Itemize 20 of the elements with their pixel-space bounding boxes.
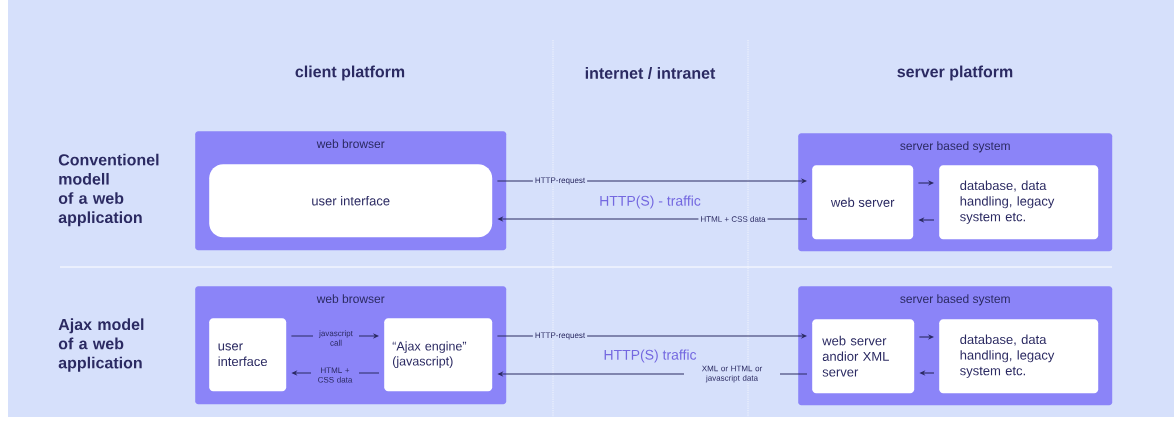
column-heading: internet / intranet [585, 67, 716, 79]
row-heading: Ajax model of a web application [58, 318, 144, 372]
arrow [917, 180, 934, 186]
edge-label: HTML + CSS data [698, 215, 768, 223]
component-box: user interface [209, 318, 287, 392]
edge-label: XML or HTML or javascript data [684, 365, 780, 383]
arrow [918, 334, 934, 340]
edge-label: HTTP-request [532, 176, 588, 186]
column-heading: client platform [295, 65, 405, 81]
traffic-label: HTTP(S) traffic [604, 349, 697, 363]
row-heading: Conventionel modell of a web application [58, 153, 159, 227]
component-box: database, data handling, legacy system etc. [939, 165, 1099, 240]
component-box: database, data handling, legacy system etc. [939, 319, 1099, 394]
component-box: “Ajax engine” (javascript) [384, 318, 493, 392]
component-box: web server [812, 165, 914, 240]
component-box: web server andior XML server [812, 319, 915, 394]
component-box: user interface [209, 164, 493, 238]
edge-label: HTTP-request [532, 331, 588, 341]
traffic-label: HTTP(S) - traffic [600, 195, 701, 209]
column-heading: server platform [897, 65, 1013, 81]
